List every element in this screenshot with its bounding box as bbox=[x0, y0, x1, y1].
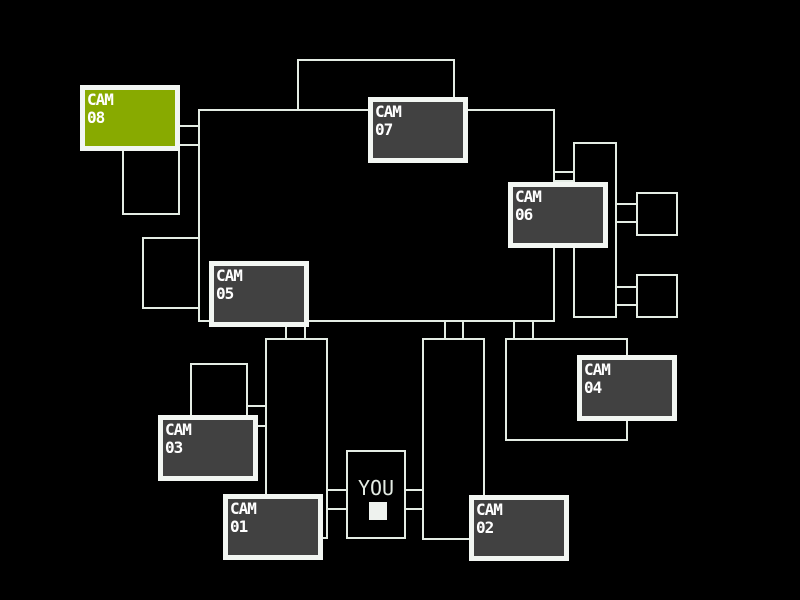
cam-number: 07 bbox=[375, 120, 393, 139]
connector bbox=[405, 489, 423, 491]
cam-line: CAM bbox=[476, 500, 503, 519]
connector bbox=[532, 320, 534, 339]
connector bbox=[285, 320, 287, 339]
room-cam03-closet bbox=[190, 363, 248, 418]
player-office: YOU bbox=[346, 450, 406, 539]
connector bbox=[247, 405, 266, 407]
cam-number: 04 bbox=[584, 378, 602, 397]
room-right-small-top bbox=[636, 192, 678, 236]
cam-07-button[interactable]: CAM 07 bbox=[368, 97, 468, 163]
room-right-small-bottom bbox=[636, 274, 678, 318]
room-cam08-annex bbox=[122, 148, 180, 215]
cam-number: 02 bbox=[476, 518, 494, 537]
cam-04-button[interactable]: CAM 04 bbox=[577, 355, 677, 421]
cam-08-button[interactable]: CAM 08 bbox=[80, 85, 180, 151]
connector bbox=[616, 286, 637, 288]
connector bbox=[462, 320, 464, 339]
cam-line: CAM bbox=[87, 90, 114, 109]
cam-number: 06 bbox=[515, 205, 533, 224]
connector bbox=[554, 171, 574, 173]
cam-02-button[interactable]: CAM 02 bbox=[469, 495, 569, 561]
connector bbox=[258, 425, 266, 427]
cam-line: CAM bbox=[515, 187, 542, 206]
connector bbox=[444, 320, 446, 339]
connector bbox=[327, 508, 347, 510]
cam-line: CAM bbox=[375, 102, 402, 121]
connector bbox=[616, 304, 637, 306]
cam-06-button[interactable]: CAM 06 bbox=[508, 182, 608, 248]
connector bbox=[616, 203, 637, 205]
cam-line: CAM bbox=[230, 499, 257, 518]
cam-05-button[interactable]: CAM 05 bbox=[209, 261, 309, 327]
connector bbox=[180, 144, 199, 146]
cam-line: CAM bbox=[216, 266, 243, 285]
cam-line: CAM bbox=[165, 420, 192, 439]
cam-line: CAM bbox=[584, 360, 611, 379]
connector bbox=[304, 320, 306, 339]
connector bbox=[405, 508, 423, 510]
connector bbox=[616, 221, 637, 223]
you-label: YOU bbox=[357, 476, 395, 500]
room-east-hall bbox=[422, 338, 485, 540]
cam-number: 05 bbox=[216, 284, 234, 303]
connector bbox=[513, 320, 515, 339]
connector bbox=[554, 180, 574, 182]
room-left-small bbox=[142, 237, 200, 309]
cam-number: 01 bbox=[230, 517, 248, 536]
cam-01-button[interactable]: CAM 01 bbox=[223, 494, 323, 560]
connector bbox=[327, 489, 347, 491]
cam-03-button[interactable]: CAM 03 bbox=[158, 415, 258, 481]
cam-number: 03 bbox=[165, 438, 183, 457]
cam-number: 08 bbox=[87, 108, 105, 127]
player-marker-icon bbox=[369, 502, 387, 520]
connector bbox=[180, 125, 199, 127]
